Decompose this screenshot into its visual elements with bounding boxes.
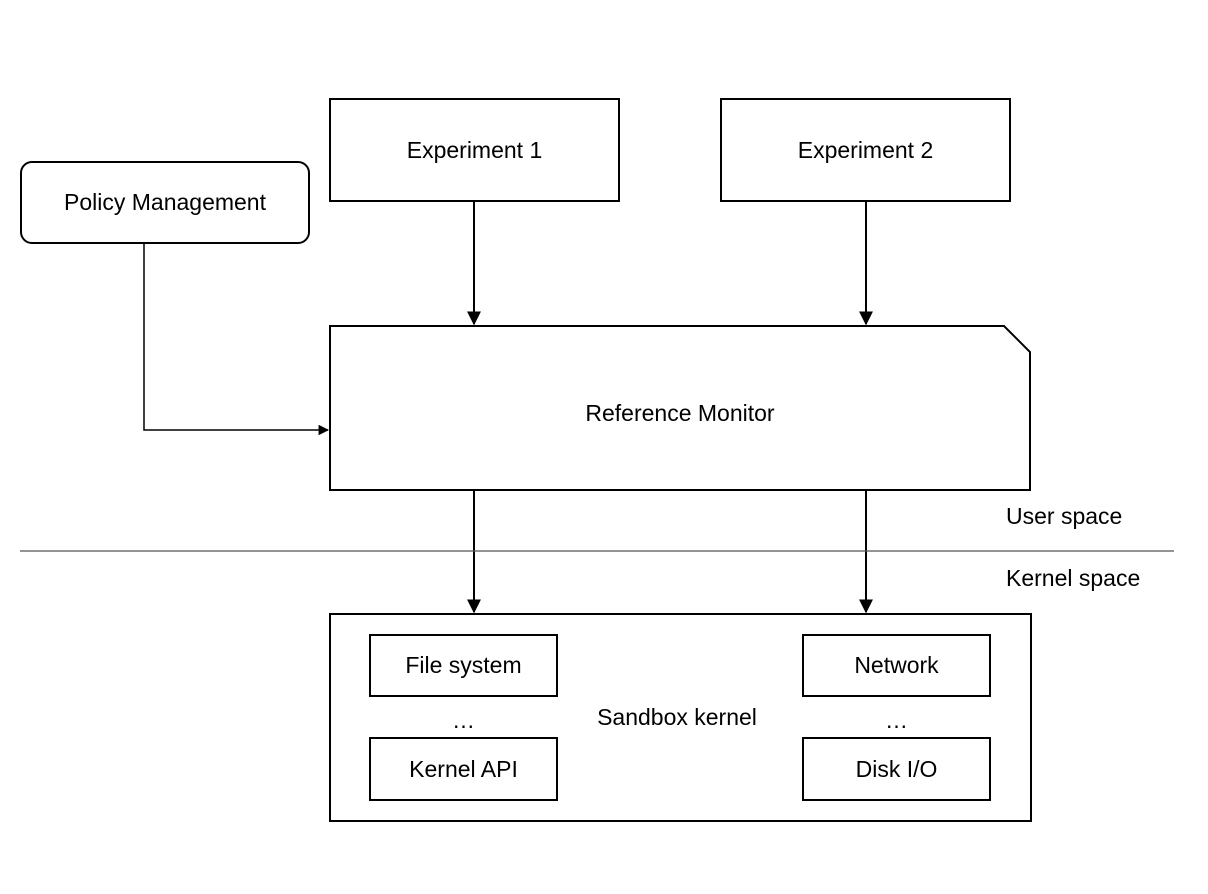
network-node: Network [802,634,991,697]
disk-io-node: Disk I/O [802,737,991,801]
ellipsis-right: … [885,707,908,733]
kernel-space-label: Kernel space [1006,565,1141,591]
experiment-2-node: Experiment 2 [720,98,1011,202]
experiment-1-label: Experiment 1 [406,136,543,163]
experiment-2-label: Experiment 2 [797,136,934,163]
policy-management-node: Policy Management [20,161,310,244]
network-label: Network [854,652,939,678]
sandbox-kernel-label: Sandbox kernel [597,704,757,730]
experiment-1-node: Experiment 1 [329,98,620,202]
disk-io-label: Disk I/O [855,755,938,782]
kernel-api-label: Kernel API [409,755,518,782]
arrow-policy-to-monitor [143,244,330,436]
reference-monitor-label: Reference Monitor [585,400,775,426]
ellipsis-left: … [452,707,475,733]
policy-management-label: Policy Management [64,189,266,215]
file-system-node: File system [369,634,558,697]
reference-monitor-shape [329,325,1031,491]
user-space-label: User space [1006,503,1123,529]
file-system-label: File system [405,652,522,678]
kernel-api-node: Kernel API [369,737,558,801]
